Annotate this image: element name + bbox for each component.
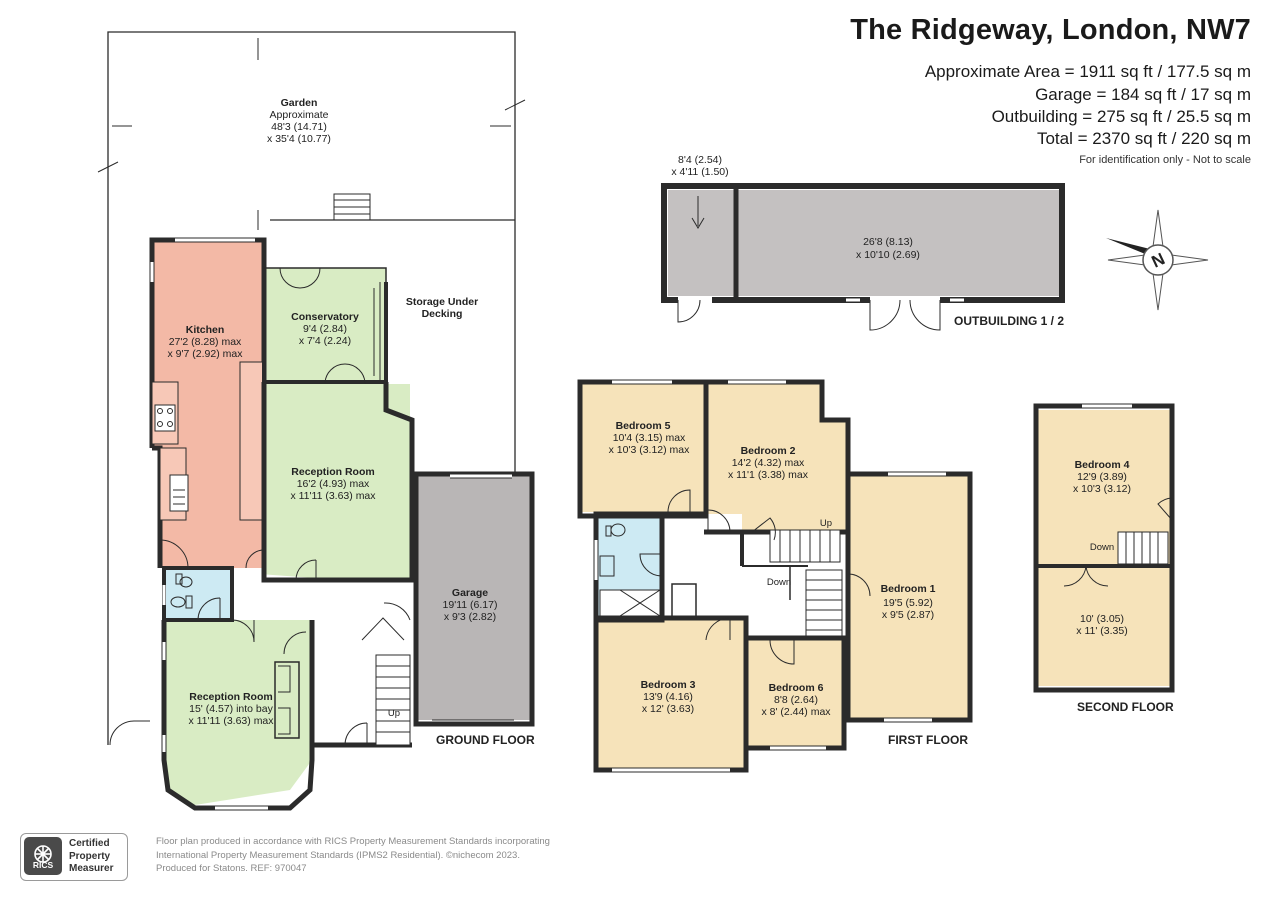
hob-icon: [154, 404, 176, 432]
bedroom5-label: Bedroom 5: [616, 420, 671, 432]
rics-line-3: Measurer: [69, 863, 114, 874]
kitchen-label: Kitchen: [186, 324, 225, 336]
outbuilding-small-dim-1: 8'4 (2.54): [678, 154, 722, 166]
bedroom3-label: Bedroom 3: [641, 679, 696, 691]
first-stairs-down: Down: [767, 577, 791, 588]
garage-dim-1: 19'11 (6.17): [443, 599, 498, 611]
footer-line-2: International Property Measurement Stand…: [156, 849, 520, 861]
footer-line-1: Floor plan produced in accordance with R…: [156, 836, 550, 847]
bedroom4-dim-1: 12'9 (3.89): [1077, 471, 1127, 483]
outbuilding-title: OUTBUILDING 1 / 2: [954, 314, 1064, 328]
second-floor-title: SECOND FLOOR: [1077, 700, 1174, 714]
garden-dim-1: Approximate: [270, 109, 329, 121]
first-stairs: [769, 529, 843, 637]
storage-label: Storage Under: [406, 296, 478, 308]
rics-logo-icon: RICS: [24, 837, 62, 875]
second-stairs-down: Down: [1090, 542, 1114, 553]
toilet-icon: [605, 523, 626, 537]
reception-front-label: Reception Room: [189, 691, 272, 703]
garden-label: Garden: [281, 97, 318, 109]
garden-dim-3: x 35'4 (10.77): [267, 133, 331, 145]
first-stairs-up: Up: [820, 518, 832, 529]
first-floor-title: FIRST FLOOR: [888, 733, 968, 747]
second-floor: [1033, 403, 1175, 693]
kitchen-dim-2: x 9'7 (2.92) max: [168, 348, 244, 360]
garage-label: Garage: [452, 587, 488, 599]
rics-line-2: Property: [69, 850, 111, 862]
bedroom4-label: Bedroom 4: [1075, 459, 1130, 471]
bedroom6-room: [748, 640, 842, 746]
approximate-area: Approximate Area = 1911 sq ft / 177.5 sq…: [924, 62, 1251, 81]
rics-logo-text: RICS: [32, 860, 54, 870]
outbuilding-small-dim-2: x 4'11 (1.50): [671, 166, 728, 178]
outbuilding-main-dim-2: x 10'10 (2.69): [856, 249, 920, 261]
garden-boundary: [97, 31, 526, 745]
second-stairs: [1117, 531, 1169, 565]
conservatory-dim-2: x 7'4 (2.24): [299, 335, 351, 347]
conservatory-room: [264, 268, 386, 382]
footer-text: Floor plan produced in accordance with R…: [156, 835, 550, 876]
reception-rear-dim-1: 16'2 (4.93) max: [297, 478, 370, 490]
garage-room: [418, 476, 530, 720]
footer-line-3: Produced for Statons. REF: 970047: [156, 863, 307, 874]
bedroom2-label: Bedroom 2: [741, 445, 796, 457]
reception-rear-room: [264, 384, 410, 580]
bedroom1-dim-1: 19'5 (5.92): [883, 597, 933, 609]
outbuilding-main-dim-1: 26'8 (8.13): [863, 236, 913, 248]
bedroom3-dim-2: x 12' (3.63): [642, 703, 694, 715]
disclaimer: For identification only - Not to scale: [1079, 154, 1251, 166]
total-area: Total = 2370 sq ft / 220 sq m: [1036, 129, 1251, 148]
ground-floor: [109, 237, 535, 811]
reception-rear-label: Reception Room: [291, 466, 374, 478]
bedroom1-room: [850, 476, 968, 718]
rics-badge: RICS Certified Property Measurer: [20, 833, 128, 881]
bath-icon: [599, 589, 661, 617]
rics-line-1: Certified: [69, 838, 110, 849]
bedroom2-room: [706, 384, 846, 530]
outbuilding-main-room: [738, 190, 1060, 296]
ground-floor-title: GROUND FLOOR: [436, 733, 535, 747]
bedroom5-dim-2: x 10'3 (3.12) max: [609, 444, 691, 456]
bedroom2-dim-1: 14'2 (4.32) max: [732, 457, 805, 469]
front-wc: [164, 570, 232, 620]
garden-dim-2: 48'3 (14.71): [271, 121, 327, 133]
bedroom3-room: [598, 620, 744, 768]
bedroom6-dim-2: x 8' (2.44) max: [761, 706, 831, 718]
bedroom3-dim-1: 13'9 (4.16): [643, 691, 693, 703]
hall-stairs: [375, 654, 411, 746]
reception-rear-dim-2: x 11'11 (3.63) max: [290, 490, 376, 502]
rics-certification: Certified Property Measurer: [69, 838, 113, 876]
conservatory-dim-1: 9'4 (2.84): [303, 323, 347, 335]
bedroom1-label: Bedroom 1: [881, 583, 936, 595]
bedroom5-dim-1: 10'4 (3.15) max: [613, 432, 686, 444]
compass-icon: [1106, 209, 1209, 311]
toilet-icon: [170, 573, 193, 609]
conservatory-label: Conservatory: [291, 311, 359, 323]
sink-icon: [169, 474, 189, 512]
outbuilding-small-room: [668, 190, 734, 296]
bedroom6-label: Bedroom 6: [769, 682, 824, 694]
second-room-dim-1: 10' (3.05): [1080, 613, 1124, 625]
basin-icon: [599, 555, 615, 577]
landing: [662, 514, 846, 640]
page-title: The Ridgeway, London, NW7: [850, 14, 1251, 46]
bedroom1-dim-2: x 9'5 (2.87): [882, 609, 934, 621]
outbuilding: [661, 183, 1065, 331]
bedroom6-dim-1: 8'8 (2.64): [774, 694, 818, 706]
garage-dim-2: x 9'3 (2.82): [444, 611, 496, 623]
bedroom4-dim-2: x 10'3 (3.12): [1073, 483, 1131, 495]
second-room-dim-2: x 11' (3.35): [1076, 625, 1127, 637]
reception-front-dim-1: 15' (4.57) into bay: [189, 703, 273, 715]
ground-stairs-up: Up: [388, 708, 400, 719]
first-floor: [577, 379, 973, 773]
storage-label-2: Decking: [422, 308, 463, 320]
outbuilding-area: Outbuilding = 275 sq ft / 25.5 sq m: [991, 107, 1251, 126]
garden-steps: [333, 193, 371, 221]
hallway: [232, 572, 412, 745]
garage-area: Garage = 184 sq ft / 17 sq m: [1035, 85, 1251, 104]
reception-front-dim-2: x 11'11 (3.63) max: [188, 715, 274, 727]
bedroom2-dim-2: x 11'1 (3.38) max: [728, 469, 809, 481]
kitchen-dim-1: 27'2 (8.28) max: [169, 336, 242, 348]
